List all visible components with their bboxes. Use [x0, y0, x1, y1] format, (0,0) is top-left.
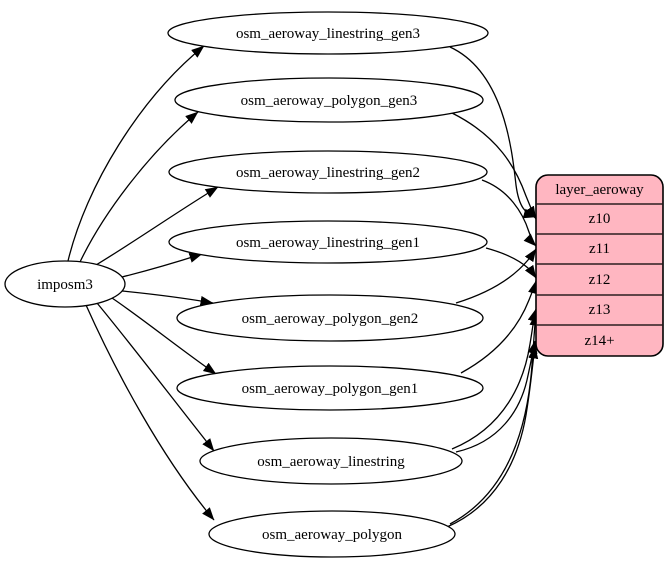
imposm3-label: imposm3 [37, 277, 93, 293]
table-label: osm_aeroway_polygon_gen2 [242, 311, 419, 327]
edge-imposm3-to-linestring-gen2 [95, 186, 219, 266]
layer-aeroway-title: layer_aeroway [555, 182, 644, 198]
node-osm-aeroway-linestring: osm_aeroway_linestring [199, 437, 463, 485]
edge-linestring-gen3-to-z10 [449, 46, 537, 219]
edges-to-layer [446, 46, 540, 528]
layer-row-z11: z11 [589, 241, 610, 257]
table-ellipse [168, 220, 488, 264]
node-osm-aeroway-linestring-gen1: osm_aeroway_linestring_gen1 [168, 220, 488, 264]
edge-imposm3-to-linestring-gen1 [121, 253, 203, 278]
table-ellipse [208, 510, 456, 558]
imposm3-ellipse [4, 260, 126, 308]
layer-row-z14: z14+ [584, 333, 614, 349]
table-ellipse [199, 437, 463, 485]
edge-imposm3-to-polygon-gen1 [111, 297, 217, 375]
edge-polygon-gen3-to-z10 [451, 112, 537, 220]
edge-linestring-gen2-to-z11 [481, 179, 537, 247]
edge-imposm3-to-polygon [85, 304, 215, 521]
layer-row-z10: z10 [589, 211, 611, 227]
layer-row-z12: z12 [589, 272, 611, 288]
node-imposm3: imposm3 [4, 260, 126, 308]
table-label: osm_aeroway_linestring [257, 454, 405, 470]
table-ellipse [176, 365, 484, 411]
node-osm-aeroway-linestring-gen2: osm_aeroway_linestring_gen2 [168, 150, 488, 194]
table-ellipse [167, 11, 489, 55]
node-osm-aeroway-linestring-gen3: osm_aeroway_linestring_gen3 [167, 11, 489, 55]
node-osm-aeroway-polygon: osm_aeroway_polygon [208, 510, 456, 558]
edge-imposm3-to-linestring [96, 302, 215, 452]
table-label: osm_aeroway_polygon [262, 527, 402, 543]
layer-row-z13: z13 [589, 302, 611, 318]
table-label: osm_aeroway_polygon_gen1 [242, 381, 419, 397]
table-label: osm_aeroway_linestring_gen2 [236, 165, 420, 181]
edge-polygon-to-z14 [446, 345, 539, 528]
node-layer-aeroway: layer_aeroway z10 z11 z12 z13 z14+ [535, 174, 664, 357]
table-label: osm_aeroway_linestring_gen3 [236, 26, 420, 42]
edge-polygon-gen1-to-z12 [460, 280, 538, 374]
table-ellipse [176, 294, 484, 342]
layer-aeroway-box [535, 174, 664, 357]
edge-imposm3-to-polygon-gen2 [121, 290, 214, 306]
edge-imposm3-to-linestring-gen3 [67, 45, 205, 262]
node-osm-aeroway-polygon-gen3: osm_aeroway_polygon_gen3 [174, 77, 484, 123]
edge-polygon-gen2-to-z11 [455, 248, 537, 304]
edge-imposm3-to-polygon-gen3 [79, 111, 199, 263]
table-label: osm_aeroway_linestring_gen1 [236, 235, 420, 251]
table-ellipse [168, 150, 488, 194]
edge-linestring-gen1-to-z12 [485, 247, 537, 279]
table-ellipse [174, 77, 484, 123]
table-label: osm_aeroway_polygon_gen3 [241, 93, 418, 109]
node-osm-aeroway-polygon-gen1: osm_aeroway_polygon_gen1 [176, 365, 484, 411]
node-osm-aeroway-polygon-gen2: osm_aeroway_polygon_gen2 [176, 294, 484, 342]
edges-from-source [67, 45, 219, 521]
